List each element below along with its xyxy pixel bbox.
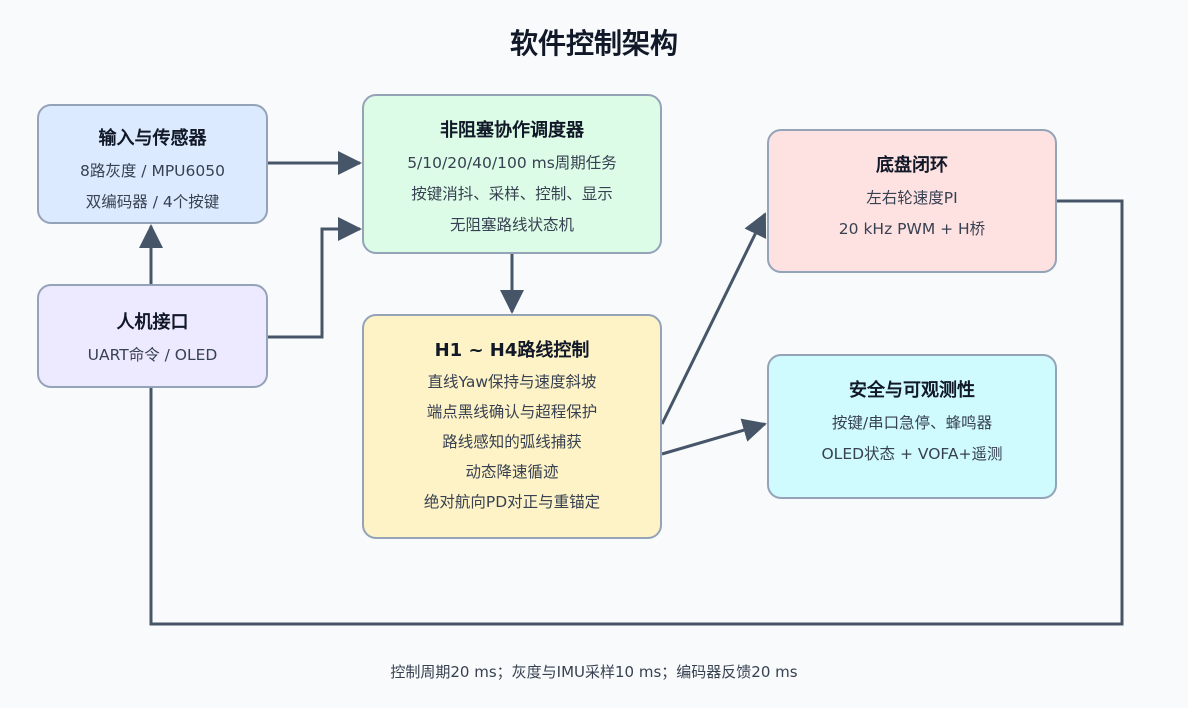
node-line: 20 kHz PWM + H桥 (838, 220, 986, 238)
node-title: 底盘闭环 (876, 155, 948, 176)
node-title: H1 ~ H4路线控制 (434, 340, 590, 361)
node-line: 路线感知的弧线捕获 (442, 433, 582, 451)
node-hmi: 人机接口 UART命令 / OLED (37, 284, 268, 388)
node-line: 8路灰度 / MPU6050 (80, 162, 225, 180)
node-title: 非阻塞协作调度器 (440, 120, 584, 141)
node-line: 端点黑线确认与超程保护 (426, 403, 598, 421)
node-line: 左右轮速度PI (866, 189, 958, 207)
arrow-hmi-to-scheduler (268, 217, 362, 339)
node-title: 输入与传感器 (98, 128, 207, 149)
node-chassis-closed-loop: 底盘闭环 左右轮速度PI 20 kHz PWM + H桥 (767, 129, 1057, 273)
node-title: 安全与可观测性 (849, 380, 975, 401)
arrow-route-to-chassis (660, 212, 767, 425)
node-line: UART命令 / OLED (87, 346, 218, 364)
timing-footnote: 控制周期20 ms；灰度与IMU采样10 ms；编码器反馈20 ms (390, 663, 798, 681)
arrow-route-to-safety (661, 418, 767, 456)
node-title: 人机接口 (116, 312, 189, 333)
node-line: 无阻塞路线状态机 (449, 216, 574, 234)
arrow-chassis-feedback-to-inputs (139, 199, 1124, 626)
node-inputs-sensors: 输入与传感器 8路灰度 / MPU6050 双编码器 / 4个按键 (37, 104, 268, 224)
node-scheduler: 非阻塞协作调度器 5/10/20/40/100 ms周期任务 按键消抖、采样、控… (362, 94, 662, 254)
node-safety-observability: 安全与可观测性 按键/串口急停、蜂鸣器 OLED状态 + VOFA+遥测 (767, 354, 1057, 499)
node-route-control: H1 ~ H4路线控制 直线Yaw保持与速度斜坡 端点黑线确认与超程保护 路线感… (362, 314, 662, 539)
node-line: 双编码器 / 4个按键 (85, 193, 220, 211)
node-line: 按键消抖、采样、控制、显示 (411, 185, 613, 203)
node-line: 按键/串口急停、蜂鸣器 (831, 414, 993, 432)
node-line: 直线Yaw保持与速度斜坡 (427, 373, 597, 391)
node-line: 动态降速循迹 (465, 463, 559, 481)
diagram-title: 软件控制架构 (509, 27, 678, 60)
node-line: 绝对航向PD对正与重锚定 (423, 493, 601, 511)
node-line: 5/10/20/40/100 ms周期任务 (407, 154, 617, 172)
node-line: OLED状态 + VOFA+遥测 (821, 445, 1003, 463)
